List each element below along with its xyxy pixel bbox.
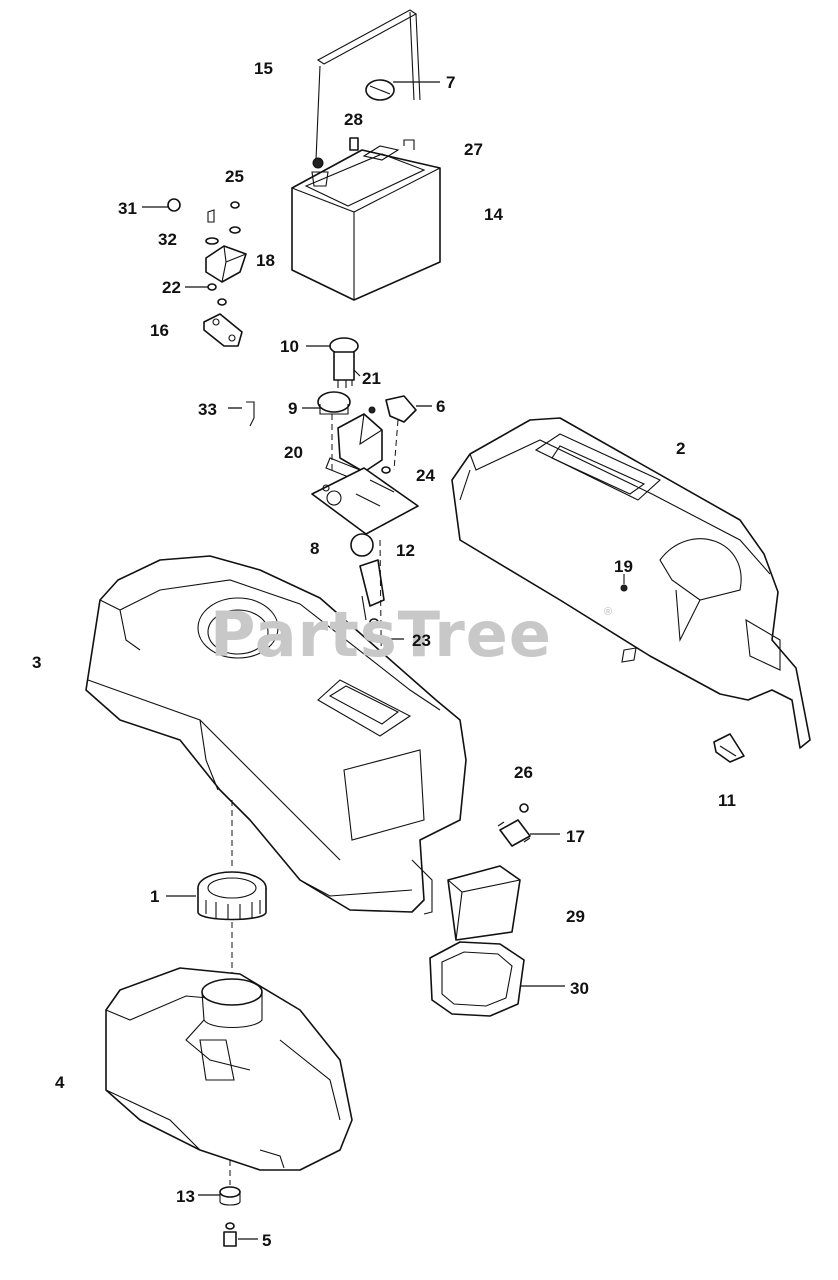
callout-2[interactable]: 2 (676, 439, 686, 458)
part-1-fuel-cap[interactable] (166, 800, 267, 990)
part-17-hinge[interactable] (497, 819, 560, 847)
callout-23[interactable]: 23 (412, 631, 431, 650)
callout-13[interactable]: 13 (176, 1187, 195, 1206)
part-2-rear-hood[interactable] (451, 417, 811, 749)
callout-6[interactable]: 6 (436, 397, 446, 416)
part-10-switch[interactable] (306, 337, 359, 388)
callout-3[interactable]: 3 (32, 653, 42, 672)
callout-8[interactable]: 8 (310, 539, 320, 558)
part-28-stud[interactable] (349, 137, 359, 151)
part-6-key[interactable] (385, 395, 432, 471)
part-12-mounting-plate[interactable] (311, 467, 419, 535)
callout-10[interactable]: 10 (280, 337, 299, 356)
callout-20[interactable]: 20 (284, 443, 303, 462)
part-11-clip[interactable] (713, 733, 745, 763)
callout-21[interactable]: 21 (362, 369, 381, 388)
callout-27[interactable]: 27 (464, 140, 483, 159)
part-16-bracket[interactable] (203, 313, 243, 347)
callout-18[interactable]: 18 (256, 251, 275, 270)
callout-24[interactable]: 24 (416, 466, 435, 485)
part-31-screw[interactable] (142, 198, 181, 212)
part-8-grommet[interactable] (350, 533, 374, 557)
callout-14[interactable]: 14 (484, 205, 503, 224)
part-20-bracket[interactable] (325, 406, 383, 481)
part-7-terminal[interactable] (365, 79, 440, 101)
callout-16[interactable]: 16 (150, 321, 169, 340)
part-15-battery-cable[interactable] (315, 9, 421, 161)
callout-22[interactable]: 22 (162, 278, 181, 297)
part-9-ignition-switch[interactable] (302, 391, 351, 470)
callout-4[interactable]: 4 (55, 1073, 65, 1092)
watermark-trademark: ® (604, 606, 613, 618)
callout-15[interactable]: 15 (254, 59, 273, 78)
callout-31[interactable]: 31 (118, 199, 137, 218)
callout-25[interactable]: 25 (225, 167, 244, 186)
callout-7[interactable]: 7 (446, 73, 456, 92)
callout-1[interactable]: 1 (150, 887, 160, 906)
callout-30[interactable]: 30 (570, 979, 589, 998)
part-33-wire-clip[interactable] (228, 401, 255, 427)
callout-9[interactable]: 9 (288, 399, 298, 418)
callout-28[interactable]: 28 (344, 110, 363, 129)
callout-32[interactable]: 32 (158, 230, 177, 249)
callout-29[interactable]: 29 (566, 907, 585, 926)
part-32-spacer[interactable] (205, 209, 219, 245)
callout-19[interactable]: 19 (614, 557, 633, 576)
part-13-bushing[interactable] (198, 1186, 241, 1206)
part-18-solenoid[interactable] (205, 245, 247, 283)
callout-5[interactable]: 5 (262, 1231, 272, 1250)
part-4-fuel-tank[interactable] (105, 967, 353, 1185)
part-30-gasket-frame[interactable] (429, 941, 565, 1017)
part-27-clip[interactable] (403, 139, 415, 150)
part-21-connector[interactable] (353, 369, 361, 377)
callout-17[interactable]: 17 (566, 827, 585, 846)
part-5-fitting[interactable] (223, 1222, 258, 1247)
watermark-logo: PartsTree (210, 598, 552, 671)
part-26-screw[interactable] (519, 803, 529, 813)
callout-12[interactable]: 12 (396, 541, 415, 560)
part-22-nut[interactable] (185, 283, 227, 306)
callout-33[interactable]: 33 (198, 400, 217, 419)
part-14-battery[interactable] (291, 145, 441, 301)
part-24-screw[interactable] (381, 466, 391, 474)
part-29-cover[interactable] (447, 865, 521, 941)
part-25-washers[interactable] (229, 201, 241, 234)
callout-26[interactable]: 26 (514, 763, 533, 782)
callout-11[interactable]: 11 (718, 791, 736, 810)
part-3-fender-hood[interactable] (85, 555, 467, 915)
